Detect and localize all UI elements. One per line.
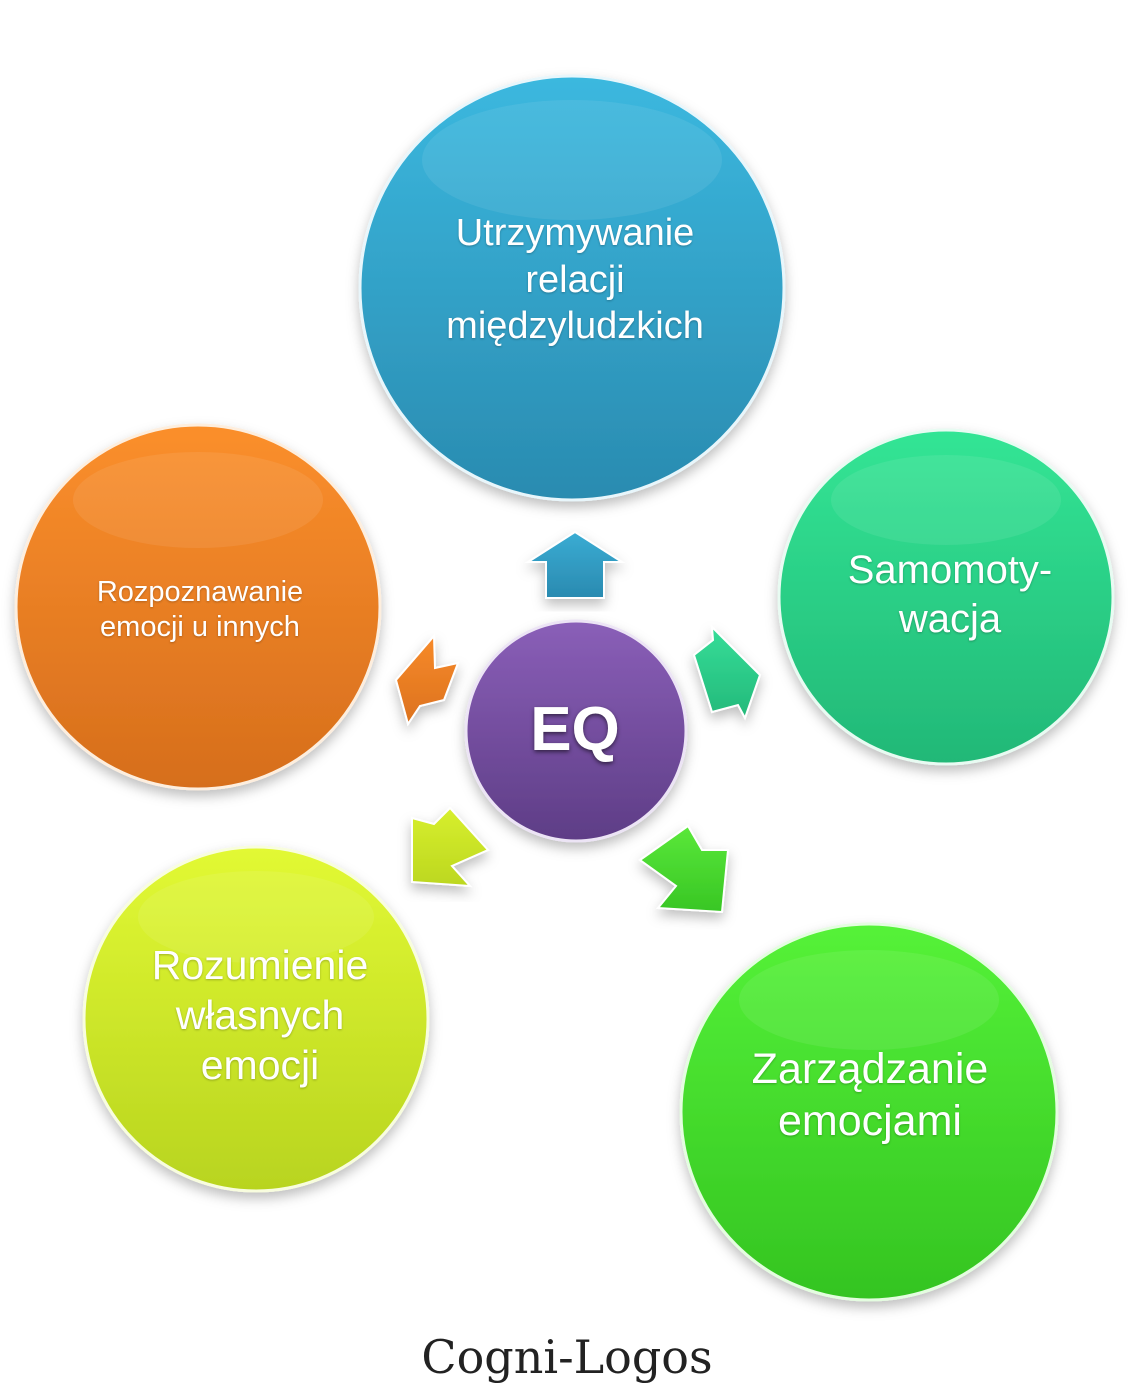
node-bottom-left-circle bbox=[82, 845, 430, 1193]
node-left-circle bbox=[14, 423, 382, 791]
node-top-circle bbox=[358, 74, 786, 502]
gloss-right bbox=[831, 455, 1061, 545]
arrow-right bbox=[692, 624, 762, 721]
node-bottom-left-text: Rozumienie własnych emocji bbox=[151, 941, 369, 1088]
node-top-text: Utrzymywanie relacji międzyludzkich bbox=[446, 212, 704, 348]
center-circle bbox=[464, 619, 688, 843]
node-left-text: Rozpoznawanie emocji u innych bbox=[96, 575, 304, 643]
node-left-label: Rozpoznawanie emocji u innych bbox=[40, 555, 360, 665]
gloss-left bbox=[73, 452, 323, 548]
node-right-label: Samomoty- wacja bbox=[810, 530, 1090, 660]
arrow-up bbox=[524, 530, 626, 599]
cogni-logos-logo: Cogni-Logos bbox=[421, 1330, 713, 1384]
node-right-text: Samomoty- wacja bbox=[847, 548, 1053, 641]
node-bottom-left-label: Rozumienie własnych emocji bbox=[110, 930, 410, 1100]
gloss-bottom-left bbox=[138, 871, 374, 963]
node-right-circle bbox=[777, 428, 1115, 766]
gloss-top bbox=[422, 100, 722, 220]
node-bottom-right-label: Zarządzanie emocjami bbox=[715, 1030, 1025, 1160]
node-bottom-right-circle bbox=[679, 922, 1059, 1302]
arrow-left bbox=[394, 633, 460, 727]
arrow-down-left bbox=[411, 806, 490, 888]
arrow-down-right bbox=[638, 824, 730, 914]
gloss-bottom-right bbox=[739, 950, 999, 1050]
node-bottom-right-text: Zarządzanie emocjami bbox=[751, 1044, 989, 1145]
center-label: EQ bbox=[480, 660, 670, 800]
node-top-label: Utrzymywanie relacji międzyludzkich bbox=[395, 205, 755, 355]
center-text: EQ bbox=[530, 695, 620, 765]
